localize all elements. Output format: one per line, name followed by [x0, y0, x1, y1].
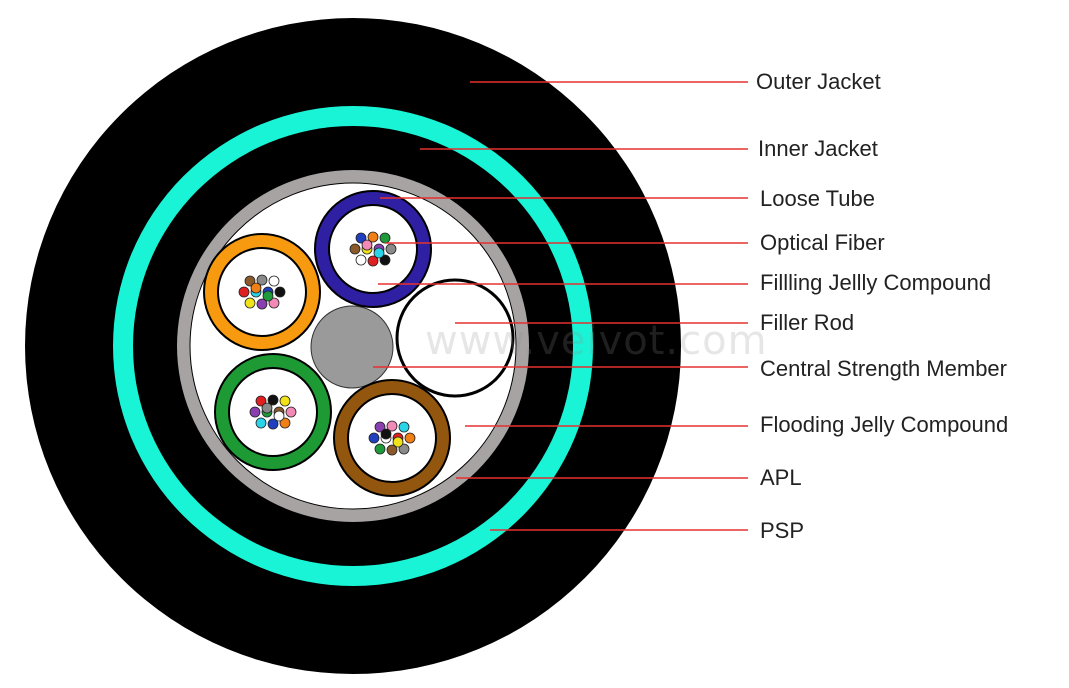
label-outer-jacket: Outer Jacket	[756, 69, 881, 94]
optical-fiber	[398, 443, 410, 455]
optical-fiber	[279, 417, 291, 429]
optical-fiber	[267, 394, 279, 406]
optical-fibers	[238, 231, 416, 456]
optical-fiber	[256, 298, 268, 310]
label-filler-rod: Filler Rod	[760, 310, 855, 335]
optical-fiber	[262, 290, 274, 302]
optical-fiber	[273, 410, 285, 422]
leader-lines	[373, 81, 748, 531]
loose-tube-brown	[333, 379, 451, 497]
watermark-text: www.veivot.com	[425, 318, 768, 364]
optical-fiber	[367, 255, 379, 267]
central-strength-member	[310, 305, 394, 389]
label-psp: PSP	[760, 518, 805, 543]
loose-tube-blue	[314, 190, 432, 308]
optical-fiber	[268, 275, 280, 287]
optical-fiber	[379, 254, 391, 266]
optical-fiber	[267, 418, 279, 430]
label-inner-jacket: Inner Jacket	[758, 136, 878, 161]
optical-fiber	[392, 436, 404, 448]
optical-fiber	[386, 444, 398, 456]
optical-fiber	[355, 254, 367, 266]
optical-fiber	[368, 432, 380, 444]
optical-fiber	[404, 432, 416, 444]
label-filling-jelly-compound: Fillling Jellly Compound	[760, 270, 992, 295]
optical-fiber	[367, 231, 379, 243]
optical-fiber	[398, 421, 410, 433]
optical-fiber	[244, 297, 256, 309]
optical-fiber	[373, 247, 385, 259]
optical-fiber	[256, 274, 268, 286]
optical-fiber	[285, 406, 297, 418]
optical-fiber	[244, 275, 256, 287]
label-loose-tube: Loose Tube	[760, 186, 875, 211]
optical-fiber	[349, 243, 361, 255]
label-flooding-jelly-compound: Flooding Jelly Compound	[760, 412, 1009, 437]
optical-fiber	[386, 420, 398, 432]
optical-fiber	[261, 402, 273, 414]
optical-fiber	[379, 232, 391, 244]
label-apl: APL	[760, 465, 802, 490]
optical-fiber	[374, 443, 386, 455]
loose-tube-orange	[203, 233, 321, 351]
optical-fiber	[380, 428, 392, 440]
optical-fiber	[250, 282, 262, 294]
loose-tube-green	[214, 353, 332, 471]
optical-fiber	[255, 417, 267, 429]
optical-fiber	[361, 239, 373, 251]
optical-fiber	[238, 286, 250, 298]
optical-fiber	[385, 243, 397, 255]
optical-fiber	[279, 395, 291, 407]
optical-fiber	[374, 421, 386, 433]
optical-fiber	[268, 297, 280, 309]
label-optical-fiber: Optical Fiber	[760, 230, 885, 255]
optical-fiber	[355, 232, 367, 244]
optical-fiber	[274, 286, 286, 298]
optical-fiber	[255, 395, 267, 407]
label-central-strength-member: Central Strength Member	[760, 356, 1007, 381]
optical-fiber	[249, 406, 261, 418]
